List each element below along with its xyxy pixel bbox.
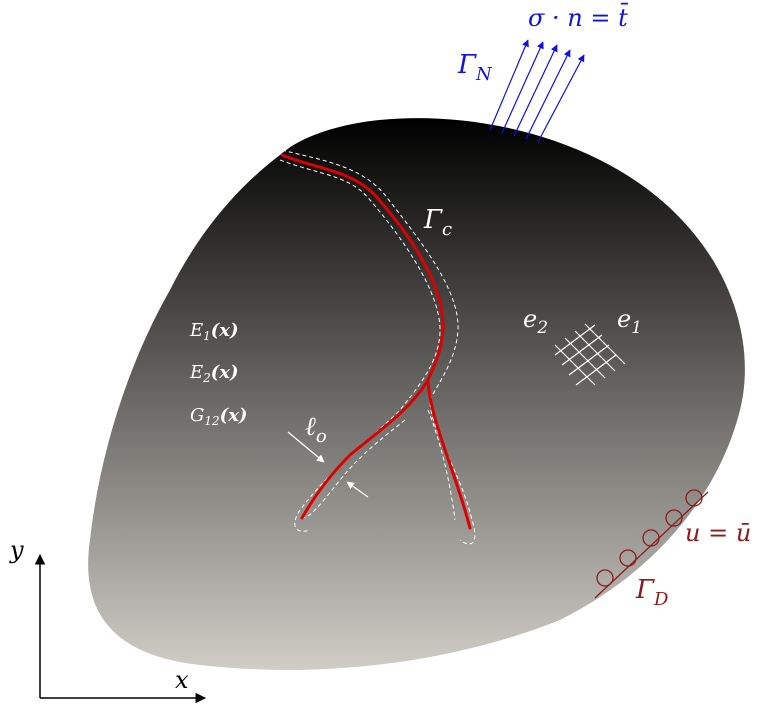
roller-support bbox=[594, 489, 709, 599]
neumann-condition: σ · n = t̄ bbox=[528, 3, 629, 32]
fiber-directions-grid bbox=[554, 323, 626, 386]
x-axis-label: x bbox=[175, 666, 189, 694]
coordinate-axes bbox=[34, 553, 207, 704]
direction-e1-label: e1 bbox=[617, 305, 642, 338]
prop-E2: E2(𝒙) bbox=[189, 362, 239, 385]
crack-path bbox=[280, 153, 472, 530]
prop-G12: G12(𝒙) bbox=[190, 405, 247, 428]
dirichlet-condition: u = ū bbox=[685, 519, 751, 547]
traction-arrows bbox=[489, 39, 585, 143]
dirichlet-label: ΓD bbox=[635, 575, 669, 610]
length-scale-label: ℓo bbox=[305, 412, 327, 447]
y-axis-label: y bbox=[9, 536, 24, 564]
length-scale-arrows bbox=[287, 431, 369, 498]
crack-label: Γc bbox=[423, 205, 452, 240]
neumann-label: ΓN bbox=[457, 50, 493, 85]
direction-e2-label: e2 bbox=[523, 305, 548, 338]
prop-E1: E1(𝒙) bbox=[189, 320, 239, 343]
crack-envelope bbox=[279, 149, 476, 545]
